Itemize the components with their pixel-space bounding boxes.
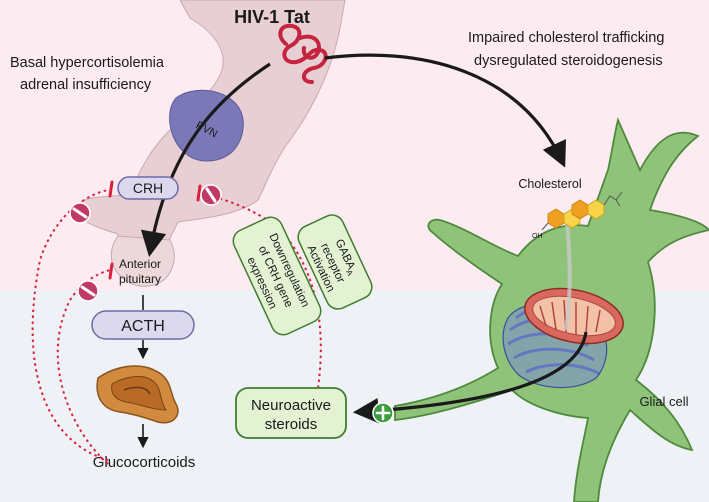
crh-downregulation-box: Downregulation of CRH gene expression — [232, 216, 322, 336]
title: HIV-1 Tat — [234, 7, 310, 27]
tat-to-cholesterol-arrow — [324, 53, 567, 168]
left-caption-line2: adrenal insufficiency — [20, 77, 152, 93]
gaba-subscript: A — [344, 269, 355, 278]
cholesterol-uptake-line — [564, 213, 572, 331]
steroid-output-arrow — [352, 331, 588, 424]
anterior-label-line1: Anterior — [119, 257, 161, 271]
glial-cell-label: Glial cell — [639, 394, 688, 409]
cholesterol-label: Cholesterol — [518, 177, 581, 191]
cholesterol-molecule-icon — [541, 191, 623, 231]
oh-label: OH — [532, 233, 543, 240]
inhibition-badge-icon — [200, 184, 222, 206]
mitochondrion-icon — [524, 287, 624, 345]
neuroactive-steroids-box — [235, 387, 347, 439]
glial-cell — [394, 117, 709, 502]
left-caption-line1: Basal hypercortisolemia — [10, 55, 165, 71]
crh-pill — [117, 176, 179, 200]
adrenal-gland-icon — [96, 365, 179, 424]
downregulation-box-frame — [232, 216, 322, 336]
neuroactive-line2: steroids — [265, 416, 318, 433]
right-caption-line2: dysregulated steroidogenesis — [474, 53, 663, 69]
glucocorticoids-label: Glucocorticoids — [93, 454, 196, 471]
inhibition-badge-icon — [69, 202, 91, 224]
acth-pill — [91, 310, 195, 340]
inhibition-badge-icon — [77, 280, 99, 302]
crh-label: CRH — [133, 180, 163, 196]
crh-release-arrow — [140, 62, 271, 258]
anterior-label-line2: pituitary — [119, 272, 161, 286]
neuroactive-line1: Neuroactive — [251, 397, 331, 414]
plus-badge-icon — [372, 402, 394, 424]
gaba-receptor-box: GABAA receptor Activation — [297, 214, 373, 310]
gaba-box-frame — [297, 214, 373, 310]
right-caption-line1: Impaired cholesterol trafficking — [468, 30, 664, 46]
acth-label: ACTH — [121, 318, 165, 335]
tat-protein-icon — [278, 23, 328, 84]
inhibition-bars — [108, 180, 202, 280]
